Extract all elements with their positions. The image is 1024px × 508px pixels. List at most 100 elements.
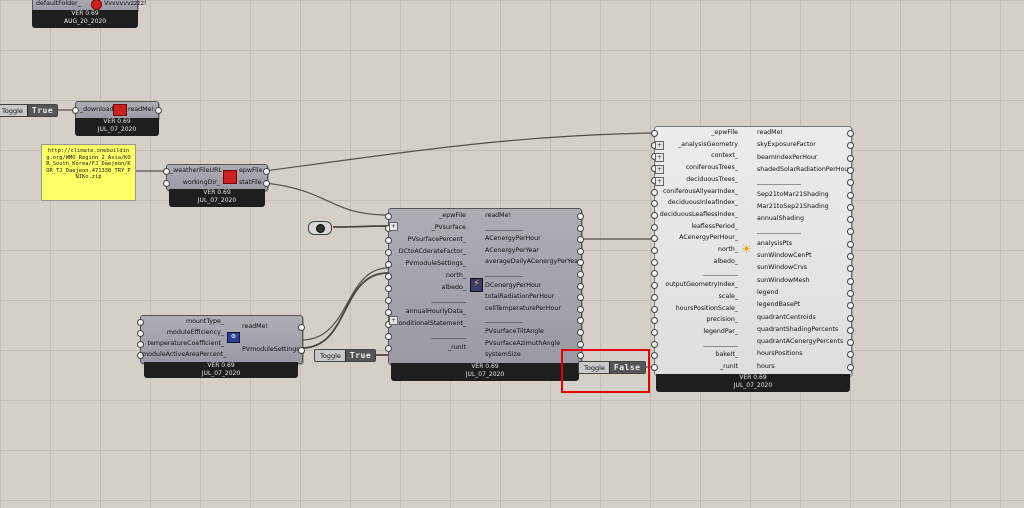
add-input-icon[interactable]: + bbox=[655, 165, 664, 174]
toggle-true-left[interactable]: Toggle True bbox=[0, 104, 59, 117]
output-grip[interactable] bbox=[847, 351, 854, 359]
output-grip[interactable] bbox=[847, 326, 854, 334]
input-port-label: deciduousTrees_ bbox=[686, 175, 738, 183]
output-grip[interactable] bbox=[577, 236, 584, 244]
toggle-value[interactable]: False bbox=[608, 362, 645, 373]
output-grip[interactable] bbox=[577, 224, 584, 232]
input-grip[interactable] bbox=[385, 285, 392, 292]
output-grip[interactable] bbox=[577, 329, 584, 336]
output-grip[interactable] bbox=[847, 191, 854, 199]
input-grip[interactable] bbox=[385, 333, 392, 340]
output-port-label: sunWindowMesh bbox=[757, 276, 810, 284]
output-grip[interactable] bbox=[847, 166, 854, 174]
input-grip[interactable] bbox=[651, 293, 658, 301]
input-grip[interactable] bbox=[137, 352, 144, 359]
output-grip[interactable] bbox=[847, 228, 854, 236]
input-grip[interactable] bbox=[651, 340, 658, 348]
output-port-label: Sep21toMar21Shading bbox=[757, 190, 829, 198]
weather-output-epw: epwFile bbox=[239, 167, 263, 174]
url-panel[interactable]: http://climate.onebuilding.org/WMO_Regio… bbox=[41, 144, 136, 201]
input-grip[interactable] bbox=[385, 213, 392, 220]
input-grip[interactable] bbox=[651, 200, 658, 208]
settings-body[interactable] bbox=[140, 315, 303, 364]
input-grip[interactable] bbox=[385, 237, 392, 244]
output-grip[interactable] bbox=[577, 305, 584, 313]
input-grip[interactable] bbox=[651, 352, 658, 360]
weather-body[interactable] bbox=[166, 164, 268, 191]
input-grip[interactable] bbox=[163, 180, 170, 187]
add-input-icon[interactable]: + bbox=[389, 316, 398, 325]
output-grip[interactable] bbox=[577, 282, 584, 290]
input-grip[interactable] bbox=[651, 305, 658, 313]
output-grip[interactable] bbox=[847, 277, 854, 285]
input-grip[interactable] bbox=[651, 258, 658, 266]
output-grip[interactable] bbox=[298, 347, 305, 354]
toggle-value[interactable]: True bbox=[26, 105, 58, 116]
output-grip[interactable] bbox=[847, 363, 854, 371]
input-grip[interactable] bbox=[651, 130, 658, 137]
output-port-label: legend bbox=[757, 288, 779, 296]
output-grip[interactable] bbox=[155, 107, 162, 114]
input-grip[interactable] bbox=[137, 341, 144, 348]
input-grip[interactable] bbox=[651, 364, 658, 371]
output-grip[interactable] bbox=[577, 352, 584, 360]
add-input-icon[interactable]: + bbox=[389, 222, 398, 231]
output-grip[interactable] bbox=[577, 340, 584, 348]
input-port-label: ___________ bbox=[703, 339, 738, 347]
output-grip[interactable] bbox=[847, 289, 854, 297]
input-grip[interactable] bbox=[651, 247, 658, 254]
add-input-icon[interactable]: + bbox=[655, 141, 664, 150]
download-footer: VER 0.69 JUL_07_2020 bbox=[75, 118, 159, 136]
input-grip[interactable] bbox=[72, 107, 79, 114]
output-grip[interactable] bbox=[577, 247, 584, 255]
toggle-value[interactable]: True bbox=[344, 350, 376, 361]
output-grip[interactable] bbox=[847, 314, 854, 322]
toggle-true-mid[interactable]: Toggle True bbox=[314, 349, 377, 362]
output-grip[interactable] bbox=[847, 216, 854, 224]
output-grip[interactable] bbox=[577, 213, 584, 220]
analysis-body[interactable] bbox=[654, 126, 852, 376]
input-grip[interactable] bbox=[385, 249, 392, 256]
output-grip[interactable] bbox=[847, 179, 854, 187]
toggle-label: Toggle bbox=[2, 106, 23, 115]
input-grip[interactable] bbox=[163, 168, 170, 175]
input-grip[interactable] bbox=[385, 261, 392, 268]
output-grip[interactable] bbox=[847, 203, 854, 211]
input-grip[interactable] bbox=[651, 235, 658, 243]
output-grip[interactable] bbox=[847, 240, 854, 248]
output-grip[interactable] bbox=[577, 271, 584, 278]
output-grip[interactable] bbox=[263, 168, 270, 175]
add-input-icon[interactable]: + bbox=[655, 177, 664, 186]
boolean-button[interactable] bbox=[308, 221, 332, 235]
input-grip[interactable] bbox=[651, 223, 658, 231]
output-grip[interactable] bbox=[577, 259, 584, 267]
output-grip[interactable] bbox=[847, 154, 854, 162]
input-grip[interactable] bbox=[385, 345, 392, 352]
input-grip[interactable] bbox=[651, 317, 658, 325]
output-grip[interactable] bbox=[847, 265, 854, 273]
output-grip[interactable] bbox=[847, 130, 854, 137]
output-grip[interactable] bbox=[847, 253, 854, 260]
output-grip[interactable] bbox=[847, 302, 854, 310]
output-grip[interactable] bbox=[577, 317, 584, 325]
input-grip[interactable] bbox=[651, 270, 658, 278]
output-grip[interactable] bbox=[577, 294, 584, 302]
input-grip[interactable] bbox=[137, 319, 144, 326]
input-grip[interactable] bbox=[651, 282, 658, 290]
output-grip[interactable] bbox=[298, 324, 305, 331]
output-port-label: ACenergyPerYear bbox=[485, 246, 539, 254]
input-grip[interactable] bbox=[137, 330, 144, 337]
input-grip[interactable] bbox=[385, 273, 392, 280]
toggle-false[interactable]: Toggle False bbox=[578, 361, 646, 374]
output-grip[interactable] bbox=[847, 339, 854, 347]
input-grip[interactable] bbox=[651, 188, 658, 196]
output-grip[interactable] bbox=[263, 180, 270, 187]
input-grip[interactable] bbox=[385, 309, 392, 316]
settings-input-mount: mountType_ bbox=[185, 318, 224, 325]
input-grip[interactable] bbox=[385, 297, 392, 304]
add-input-icon[interactable]: + bbox=[655, 153, 664, 162]
input-grip[interactable] bbox=[651, 211, 658, 219]
input-grip[interactable] bbox=[651, 328, 658, 336]
pv-body[interactable] bbox=[388, 208, 582, 365]
output-grip[interactable] bbox=[847, 142, 854, 150]
